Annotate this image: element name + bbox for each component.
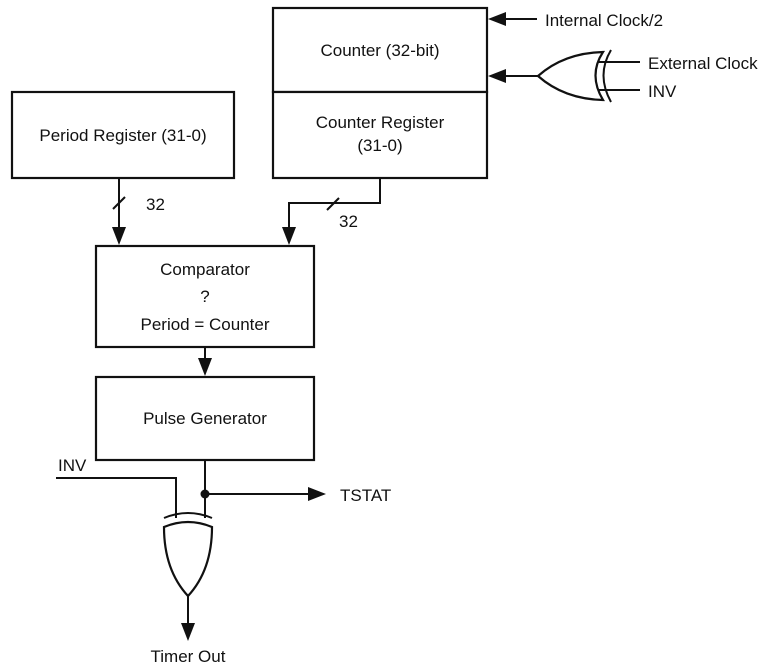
- external-clock-xor-gate: External Clock INV: [488, 49, 758, 103]
- tstat-arrowhead: [308, 487, 326, 501]
- counter-register-label-line1: Counter Register: [316, 113, 445, 132]
- counter-label: Counter (32-bit): [320, 41, 439, 60]
- internal-clock-label: Internal Clock/2: [545, 11, 663, 30]
- tstat-label: TSTAT: [340, 486, 391, 505]
- inv-bottom-input: INV: [56, 456, 177, 518]
- counter-bus-arrowhead: [282, 227, 296, 245]
- comparator-to-pulse-connection: [198, 347, 212, 376]
- pulse-generator-label: Pulse Generator: [143, 409, 267, 428]
- period-bus-arrowhead: [112, 227, 126, 245]
- counter-bus: 32: [282, 178, 381, 245]
- timer-out-output: Timer Out: [151, 596, 226, 665]
- period-bus-width: 32: [146, 195, 165, 214]
- timer-out-label: Timer Out: [151, 647, 226, 665]
- external-clock-arrowhead: [488, 69, 506, 83]
- comparator-label-line3: Period = Counter: [141, 315, 270, 334]
- period-bus: 32: [112, 178, 165, 245]
- internal-clock-input: Internal Clock/2: [488, 11, 663, 30]
- inv-top-label: INV: [648, 82, 677, 101]
- comparator-block: Comparator ? Period = Counter: [94, 244, 316, 349]
- timer-out-xor-gate: [162, 512, 214, 598]
- counter-register-block: Counter Register (31-0): [271, 90, 489, 180]
- inv-bottom-label: INV: [58, 456, 87, 475]
- counter-register-label-line2: (31-0): [357, 136, 402, 155]
- pulse-generator-block: Pulse Generator: [94, 375, 316, 462]
- period-register-label: Period Register (31-0): [39, 126, 206, 145]
- comparator-label-line2: ?: [200, 287, 209, 306]
- pulse-output: TSTAT: [200, 460, 391, 518]
- period-register-block: Period Register (31-0): [10, 90, 236, 180]
- external-clock-label: External Clock: [648, 54, 758, 73]
- counter-bus-width: 32: [339, 212, 358, 231]
- timer-out-arrowhead: [181, 623, 195, 641]
- pulse-input-arrowhead: [198, 358, 212, 376]
- internal-clock-arrowhead: [488, 12, 506, 26]
- comparator-label-line1: Comparator: [160, 260, 250, 279]
- counter-block: Counter (32-bit): [271, 6, 489, 94]
